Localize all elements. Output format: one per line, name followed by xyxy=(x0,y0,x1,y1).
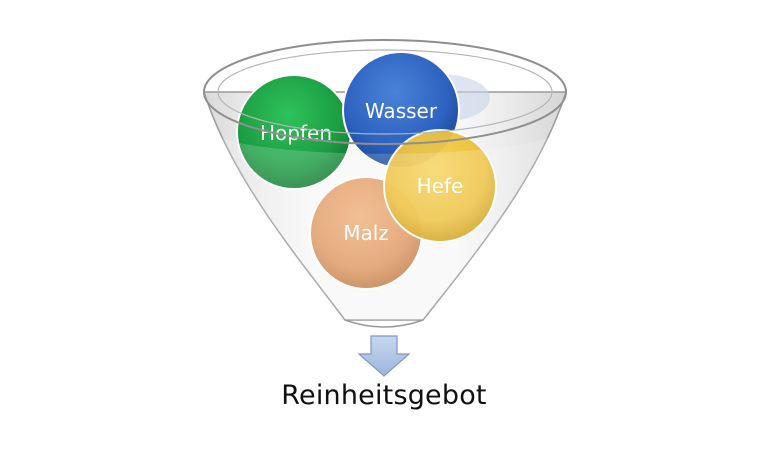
funnel-rim-front xyxy=(203,91,567,145)
down-arrow-icon xyxy=(357,335,411,377)
funnel-rim-back xyxy=(203,39,567,93)
ball-label-wasser: Wasser xyxy=(365,99,438,123)
ball-label-hefe: Hefe xyxy=(417,174,464,198)
funnel-spout xyxy=(344,319,424,328)
result-label: Reinheitsgebot xyxy=(281,380,487,411)
ball-label-malz: Malz xyxy=(343,221,389,245)
ball-hefe: Hefe xyxy=(383,129,497,243)
